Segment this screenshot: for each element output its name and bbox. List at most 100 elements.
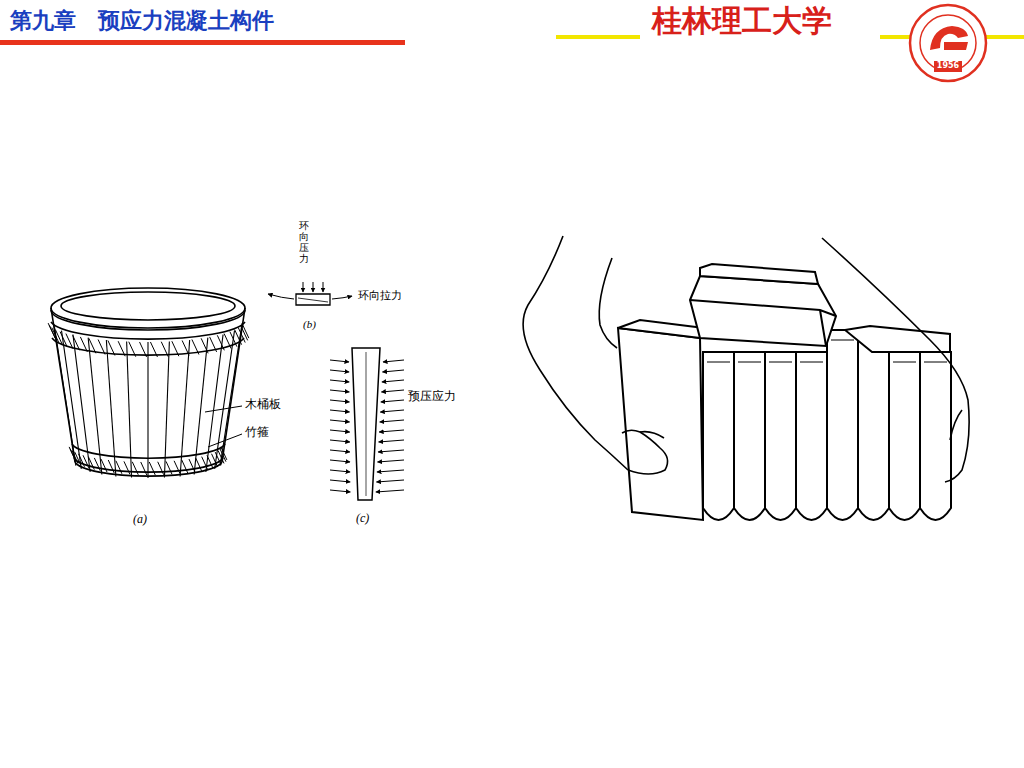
- hoop-twist: [132, 462, 138, 475]
- hoop-twist: [158, 462, 164, 475]
- hoop-twist: [182, 340, 189, 355]
- figure-label: (a): [133, 513, 147, 526]
- ring-element: [268, 282, 352, 305]
- stave-line: [147, 342, 148, 478]
- leader-line: [205, 406, 242, 412]
- book-spine: [858, 330, 889, 520]
- hands: [523, 236, 969, 482]
- stave-line: [88, 338, 102, 475]
- pressure-arrow: [330, 410, 350, 412]
- university-logo: [910, 5, 986, 81]
- book-spine: [765, 352, 796, 520]
- pressure-arrow: [382, 380, 404, 382]
- figure-label: (b): [303, 318, 316, 330]
- hoop-twist: [80, 337, 87, 352]
- figure-label: (c): [356, 512, 369, 525]
- spine-band: [831, 340, 854, 341]
- stave-line: [164, 341, 169, 477]
- hoop-twist: [129, 342, 136, 357]
- hoop-twist: [149, 462, 155, 475]
- book-spine: [796, 352, 827, 520]
- pressure-arrow: [380, 410, 404, 412]
- hoop-twist: [189, 459, 195, 472]
- spine-band: [924, 362, 947, 363]
- part-label: 木桶板: [245, 398, 281, 411]
- hoop-twist: [124, 461, 130, 474]
- pressure-arrow: [376, 490, 404, 492]
- force-label: 预压应力: [408, 390, 456, 403]
- hoop-twist: [118, 341, 125, 356]
- pressure-arrow: [379, 430, 404, 432]
- hoop-twist: [218, 450, 224, 463]
- pressure-arrow: [330, 450, 350, 452]
- pressure-arrow: [330, 490, 350, 492]
- logo-year: 1956: [937, 62, 959, 71]
- stave-line: [180, 340, 190, 476]
- prestress-arrows: [330, 360, 404, 492]
- leader-line: [208, 434, 242, 447]
- stave-line: [215, 331, 235, 469]
- book-spine: [703, 352, 734, 520]
- hoop-twist: [217, 335, 224, 350]
- pressure-arrow: [330, 370, 349, 372]
- hoop-twist: [69, 447, 75, 460]
- spine-band: [893, 362, 916, 363]
- hoop-twist: [201, 338, 208, 353]
- pressure-arrow: [376, 480, 404, 482]
- pressure-arrow: [330, 400, 349, 402]
- hoop-twist: [150, 342, 157, 357]
- hoop-twist: [140, 342, 147, 357]
- pressure-arrow: [330, 430, 350, 432]
- book-top: [845, 326, 950, 352]
- spine-band: [707, 362, 730, 363]
- hoop-twist: [89, 338, 96, 353]
- stave-line: [54, 326, 75, 465]
- book-spine: [920, 352, 951, 520]
- book-spine: [889, 352, 920, 520]
- hoop-twist: [161, 342, 168, 357]
- book-spine: [734, 352, 765, 520]
- hoop-twist: [60, 332, 67, 347]
- hoop-twist: [78, 454, 84, 467]
- stave-line: [206, 334, 223, 472]
- hoop-twist: [98, 340, 105, 355]
- lying-book-edge: [690, 300, 836, 346]
- pressure-arrow: [330, 480, 350, 482]
- stave-line: [127, 341, 132, 477]
- stave-line: [73, 334, 90, 472]
- spine-band: [738, 362, 761, 363]
- stave-line: [194, 338, 208, 475]
- pressure-arrow: [377, 470, 404, 472]
- pressure-arrow: [330, 360, 349, 362]
- hoop-twist: [207, 455, 213, 468]
- stave-element: [352, 348, 380, 500]
- logo-ground: [640, 4, 880, 40]
- force-label: 环向压力: [299, 220, 309, 264]
- hoop-twist: [108, 340, 115, 355]
- hoop-twist: [94, 458, 100, 471]
- pressure-arrow: [378, 450, 404, 452]
- book-spine: [827, 330, 858, 520]
- lying-book: [700, 264, 818, 284]
- pressure-arrow: [382, 370, 404, 372]
- hoop-twist: [230, 332, 237, 347]
- pressure-arrow: [330, 420, 350, 422]
- stave-line: [106, 340, 116, 476]
- hoop-twist: [210, 337, 217, 352]
- hoop-twist: [202, 457, 208, 470]
- hoop-twist: [224, 334, 231, 349]
- pressure-arrow: [378, 460, 405, 462]
- hoop-twist: [182, 460, 188, 473]
- hoop-twist: [116, 461, 122, 474]
- pressure-arrow: [381, 390, 404, 392]
- hoop-twist: [241, 325, 248, 340]
- spine-band: [800, 362, 823, 363]
- stave-line: [62, 331, 82, 469]
- university-name: 桂林理工大学: [652, 4, 832, 37]
- pressure-arrow: [381, 400, 404, 402]
- hoop-twist: [108, 460, 114, 473]
- hoop-twist: [52, 328, 59, 343]
- hoop-twist: [72, 450, 78, 463]
